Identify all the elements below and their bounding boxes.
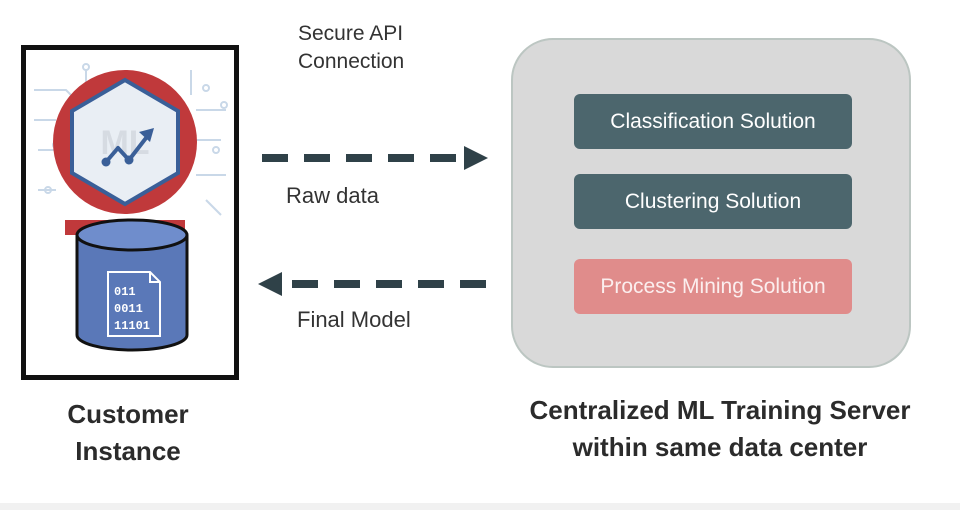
svg-text:0011: 0011 (114, 302, 143, 316)
raw-data-label: Raw data (286, 183, 379, 208)
ml-hexagon-icon (70, 77, 180, 207)
svg-text:011: 011 (114, 285, 136, 299)
server-caption-line-1: Centralized ML Training Server (529, 395, 911, 425)
clustering-solution-box: Clustering Solution (574, 174, 852, 229)
database-icon: 011 0011 11101 (75, 218, 189, 352)
secure-api-connection-label: Secure API Connection (298, 20, 404, 76)
customer-instance-illustration: ML 011 0011 11101 (34, 63, 228, 352)
process-mining-solution-box: Process Mining Solution (574, 259, 852, 314)
svg-text:11101: 11101 (114, 319, 150, 333)
bottom-divider (0, 503, 960, 510)
api-label-line-2: Connection (298, 50, 405, 73)
customer-caption-line-1: Customer (67, 399, 189, 429)
classification-solution-box: Classification Solution (574, 94, 852, 149)
customer-caption-line-2: Instance (75, 436, 181, 466)
server-caption-line-2: within same data center (572, 432, 868, 462)
server-caption: Centralized ML Training Server within sa… (490, 392, 950, 466)
arrow-left-icon (258, 272, 486, 296)
trend-up-icon (101, 128, 154, 167)
customer-instance-caption: Customer Instance (33, 396, 223, 470)
final-model-label: Final Model (297, 307, 411, 332)
customer-instance-box: ML 011 0011 11101 (21, 45, 239, 380)
api-label-line-1: Secure API (298, 22, 404, 45)
arrow-right-icon (262, 146, 488, 170)
